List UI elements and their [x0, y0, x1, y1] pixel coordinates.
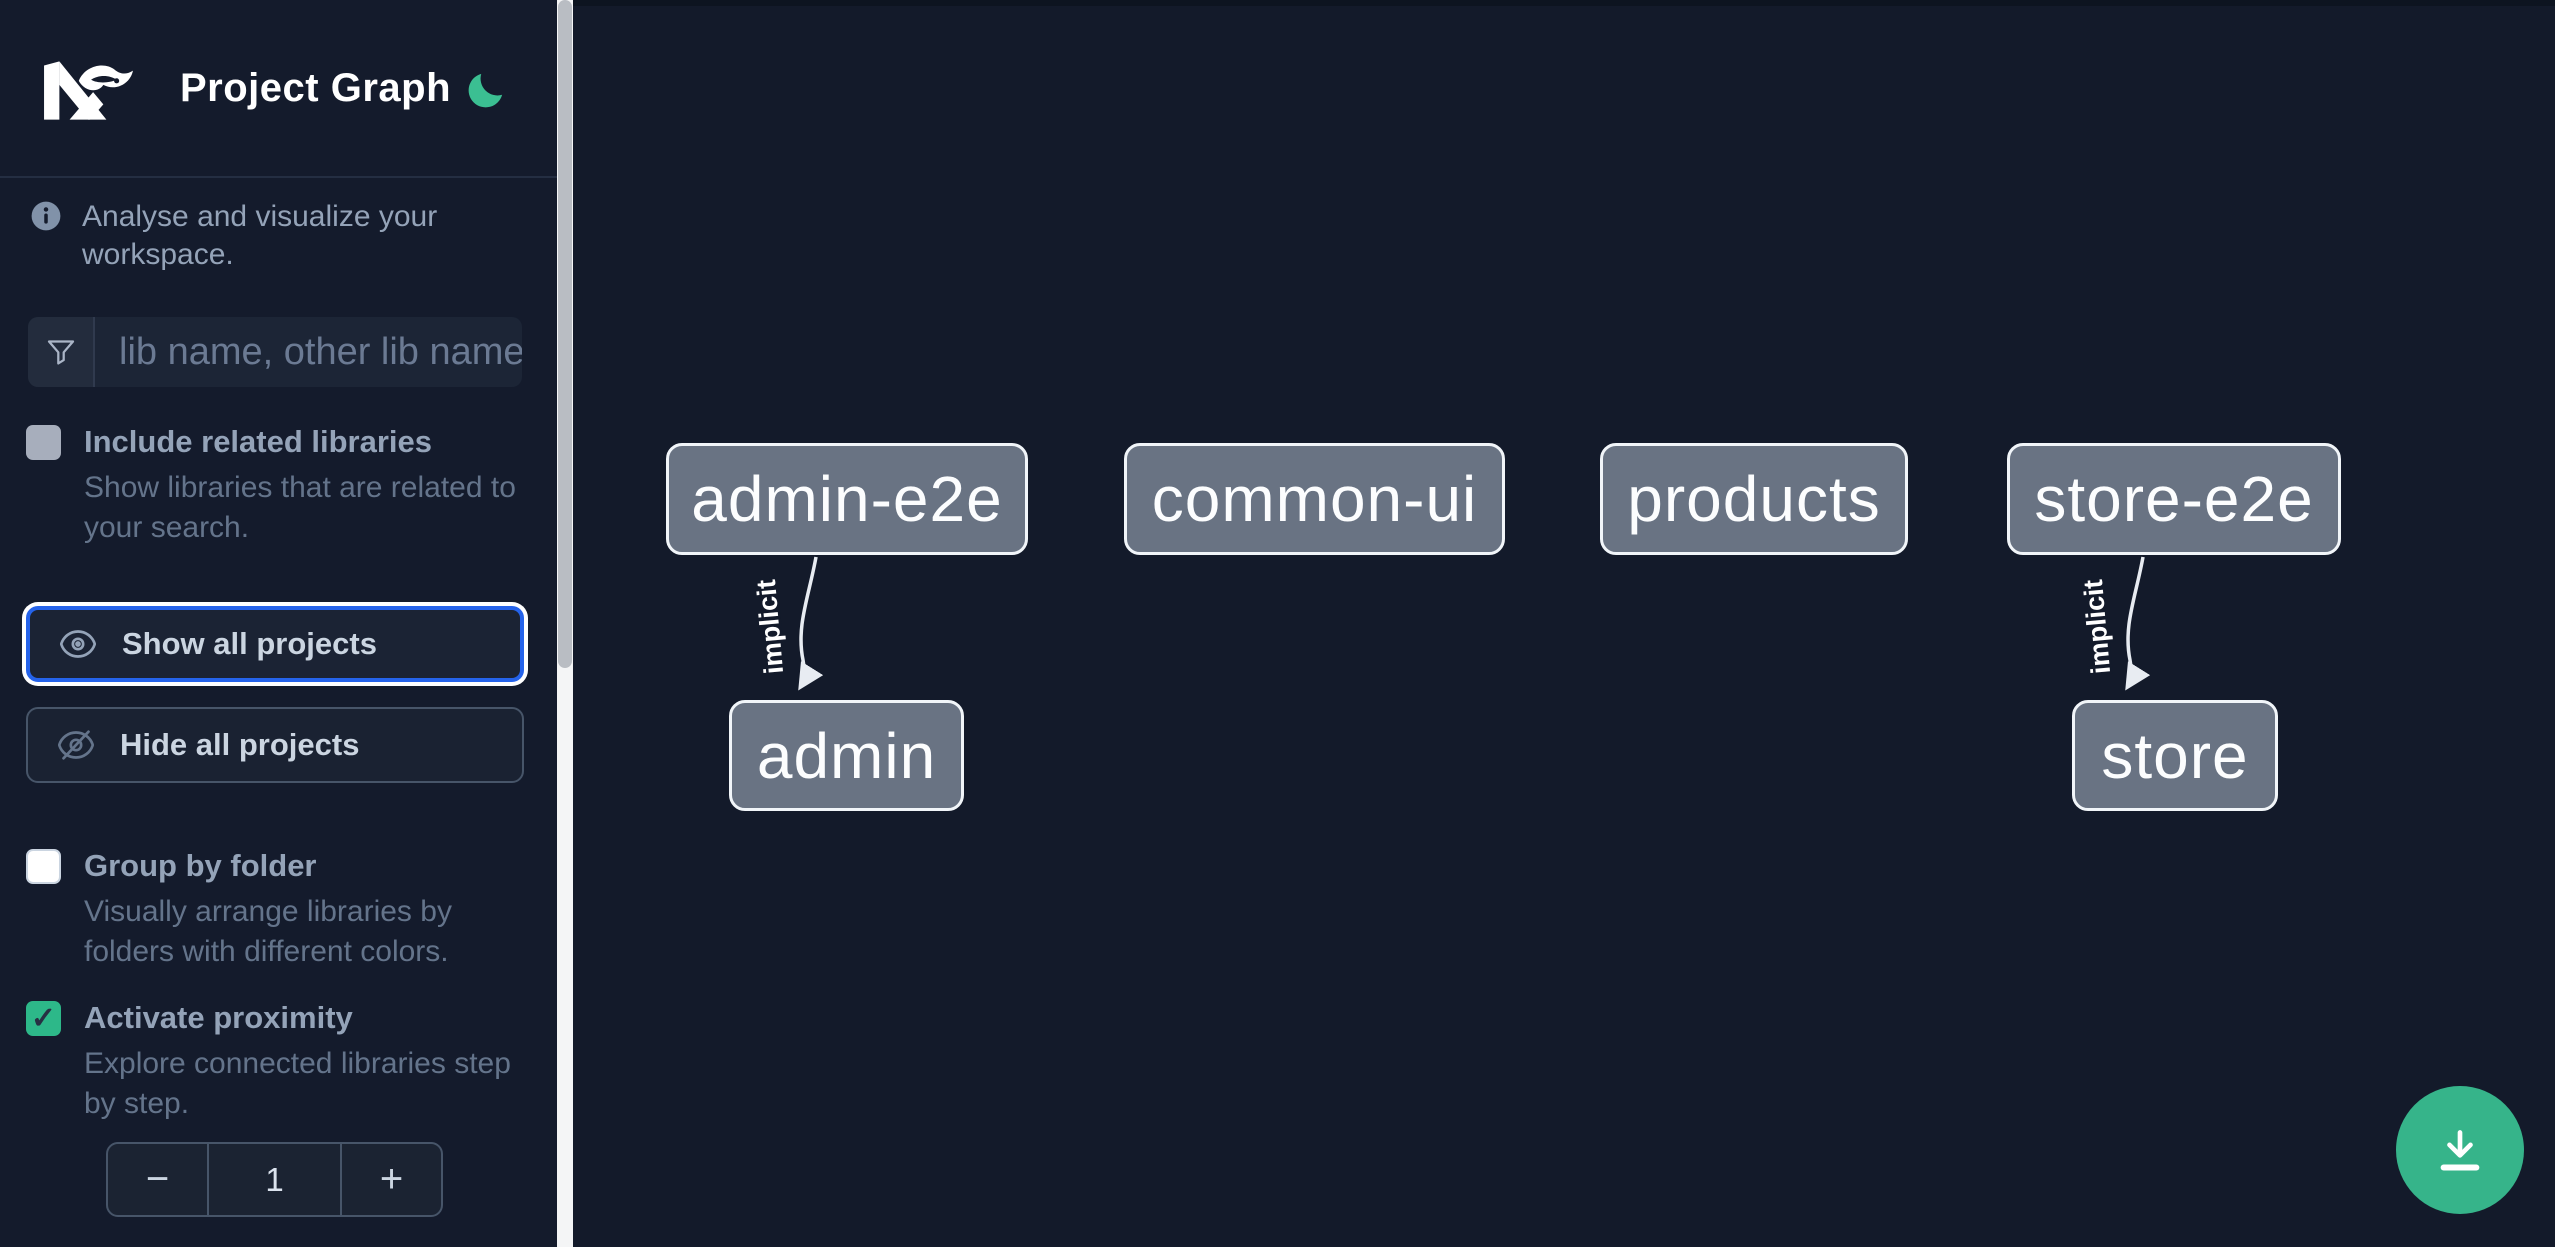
moon-icon — [468, 73, 503, 108]
sidebar-header: Project Graph — [0, 0, 557, 176]
canvas-top-shade — [573, 0, 2555, 6]
graph-node-common-ui[interactable]: common-ui — [1124, 443, 1505, 555]
theme-toggle-button[interactable] — [464, 68, 508, 112]
header-divider — [0, 176, 557, 178]
hide-all-projects-label: Hide all projects — [120, 727, 360, 762]
sidebar: Project Graph Analyse and visualize your… — [0, 0, 557, 1247]
page-title: Project Graph — [180, 66, 452, 110]
download-icon — [2440, 1130, 2480, 1171]
graph-node-admin[interactable]: admin — [729, 700, 964, 811]
group-by-folder-description: Visually arrange libraries by folders wi… — [84, 895, 452, 968]
include-related-label: Include related libraries — [84, 424, 433, 459]
proximity-increment-button[interactable]: + — [342, 1144, 441, 1215]
group-by-folder-checkbox[interactable] — [26, 849, 61, 884]
include-related-checkbox[interactable] — [26, 425, 61, 460]
edge-admin-e2e-to-admin: implicit — [748, 556, 824, 691]
group-by-folder-option: Group by folder Visually arrange librari… — [26, 847, 531, 972]
edge-store-e2e-to-store: implicit — [2075, 556, 2151, 691]
eye-icon — [59, 630, 97, 658]
include-related-option: Include related libraries Show libraries… — [26, 423, 531, 548]
include-related-description: Show libraries that are related to your … — [84, 471, 516, 544]
show-all-projects-label: Show all projects — [122, 626, 377, 661]
graph-node-products[interactable]: products — [1600, 443, 1908, 555]
funnel-filter-icon — [47, 340, 74, 365]
edge-label-implicit: implicit — [751, 578, 789, 675]
edge-label-implicit: implicit — [2078, 578, 2116, 675]
proximity-degree-value: 1 — [207, 1144, 342, 1215]
show-all-projects-button[interactable]: Show all projects — [26, 606, 524, 682]
sidebar-scrollbar-thumb[interactable] — [558, 0, 572, 668]
intro-text: Analyse and visualize your workspace. — [82, 200, 438, 271]
group-by-folder-label: Group by folder — [84, 848, 317, 883]
eye-off-icon — [57, 730, 95, 760]
proximity-degree-stepper: − 1 + — [106, 1142, 443, 1217]
graph-node-admin-e2e[interactable]: admin-e2e — [666, 443, 1028, 555]
hide-all-projects-button[interactable]: Hide all projects — [26, 707, 524, 783]
project-graph-canvas[interactable]: implicit implicit admin-e2e common-ui pr… — [573, 0, 2555, 1247]
activate-proximity-option: ✓ Activate proximity Explore connected l… — [26, 999, 531, 1124]
proximity-decrement-button[interactable]: − — [108, 1144, 207, 1215]
sidebar-scrollbar-track — [557, 0, 573, 1247]
info-icon — [31, 201, 61, 231]
nx-logo — [44, 61, 133, 120]
graph-node-store[interactable]: store — [2072, 700, 2278, 811]
activate-proximity-label: Activate proximity — [84, 1000, 353, 1035]
filter-icon-segment — [28, 317, 95, 387]
intro-row: Analyse and visualize your workspace. — [30, 198, 530, 274]
search-box — [28, 317, 522, 387]
activate-proximity-checkbox[interactable]: ✓ — [26, 1001, 61, 1036]
activate-proximity-description: Explore connected libraries step by step… — [84, 1047, 511, 1120]
search-input[interactable] — [95, 317, 522, 387]
graph-node-store-e2e[interactable]: store-e2e — [2007, 443, 2341, 555]
download-graph-button[interactable] — [2396, 1086, 2524, 1214]
graph-edges: implicit implicit — [748, 556, 2151, 691]
